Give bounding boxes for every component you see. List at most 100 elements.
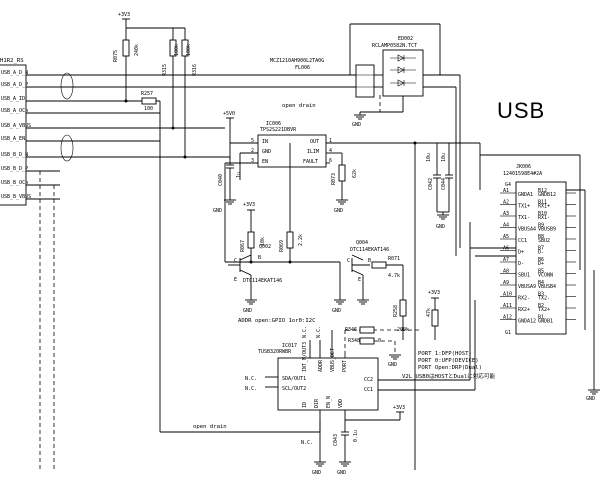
resistor-r346 [359, 326, 375, 334]
power-3v3-top: +3V3 [118, 12, 130, 18]
q002-part: DTC114EKAT146 [243, 278, 282, 284]
left-connector: H1R2_RS USB_A_D_NUSB_A_D_PUSB_A_IDUSB_A_… [0, 58, 74, 206]
jk006-label-B9: VBUSB9 [538, 227, 556, 233]
jk006-part: 12401598E4#2A [503, 171, 542, 177]
power-3v3-q: +3V3 [243, 202, 255, 208]
jk006-pin-A10: A10 [503, 292, 512, 298]
gnd-jk006: GND [586, 396, 595, 402]
left-connector-ref: H1R2_RS [0, 58, 24, 64]
r315-val: 100k [174, 44, 180, 56]
resistor-r067 [247, 231, 255, 249]
jk006-right-pins: B12GNDB12B11RX1+B10RX1-B9VBUSB9B8SBU2B7D… [538, 188, 576, 325]
svg-text:5: 5 [251, 138, 254, 144]
jk006-label-B7: D- [538, 250, 544, 256]
esd-part: RCLAMP0582N.TCT [372, 43, 417, 49]
jk006-pin-B2: B2 [538, 303, 544, 309]
jk006-label-A5: CC1 [518, 238, 527, 244]
svg-text:OUT: OUT [310, 139, 319, 145]
svg-text:EN: EN [262, 159, 268, 165]
pair-ellipse-b [60, 134, 74, 162]
nc-dir: N.C. [301, 440, 313, 446]
jk006-pin-A6: A6 [503, 246, 509, 252]
r348-ref: R348 [348, 338, 360, 344]
c043-val: 0.1u [353, 430, 359, 442]
svg-text:CC1: CC1 [364, 387, 373, 393]
ic017-part: TUSB320RWBR [258, 349, 292, 355]
net-label-5: USB_A_EN [1, 136, 25, 142]
bottom-dashed [379, 95, 416, 470]
jk006-label-B8: SBU2 [538, 238, 550, 244]
r073-val: 62k [352, 169, 358, 178]
c044-ref: C044 [441, 178, 447, 190]
r073-ref: R073 [331, 173, 337, 185]
ferrite-and-esd: MCZ1210AH900L2TA0G FL006 ED002 RCLAMP058… [270, 23, 461, 256]
jk006-pin-A1: A1 [503, 188, 509, 194]
q004-pin-c: C [347, 258, 350, 264]
r067-val: 10k [260, 237, 266, 246]
r316-val: 100k [186, 44, 192, 56]
sheet-title: USB [497, 98, 545, 123]
resistor-r258 [399, 299, 407, 317]
jk006-label-B6: D+ [538, 261, 544, 267]
svg-text:IN: IN [262, 139, 268, 145]
gnd-esd: GND [352, 122, 361, 128]
nc-addr: N.C. [316, 326, 322, 338]
nc-scl: N.C. [245, 386, 257, 392]
gnd-ic017: GND [312, 470, 321, 476]
jk006-pin-B6: B6 [538, 257, 544, 263]
jk006-label-B5: VCONN [538, 273, 553, 279]
jk006-label-A4: VBUSA4 [518, 227, 536, 233]
power-3v3-vdd: +3V3 [393, 405, 405, 411]
r258-val: 47k [426, 308, 432, 317]
cc-resistors: R258 +3V3 47k ADDR open:GPIO 1or0:I2C R3… [238, 290, 495, 380]
jk006-label-B3: TX2- [538, 296, 550, 302]
net-label-0: USB_A_D_N [1, 70, 28, 76]
svg-text:SDA/OUT1: SDA/OUT1 [282, 376, 306, 382]
usb-c-controller-ic017: IC017 TUSB320RWBR SDA/OUT1 SCL/OUT2 INT_… [245, 326, 475, 476]
jk006-label-A8: SBU1 [518, 273, 530, 279]
v2l-note: V2L USB0はHOSTとDualに対応可能 [402, 372, 495, 380]
net-label-7: USB_B_D_P [1, 166, 28, 172]
jk006-label-A3: TX1- [518, 215, 530, 221]
svg-text:DIR: DIR [314, 398, 320, 408]
jk006-pin-A3: A3 [503, 211, 509, 217]
net-label-8: USB_B_OCn [1, 180, 28, 186]
resistor-r258-b [431, 309, 439, 327]
resistor-r257 [141, 97, 157, 105]
r075-ref: R075 [113, 50, 119, 62]
signal-wires: R257 100 open drain open drain [26, 74, 356, 470]
ferrite-part: MCZ1210AH900L2TA0G [270, 58, 324, 64]
svg-text:SCL/OUT2: SCL/OUT2 [282, 386, 306, 392]
addr-note: ADDR open:GPIO 1or0:I2C [238, 318, 315, 324]
jk006-pin-A9: A9 [503, 280, 509, 286]
r071-val: 4.7k [388, 273, 400, 279]
nc-int: N.C. [302, 326, 308, 338]
jk006-label-A9: VBUSA9 [518, 284, 536, 290]
open-drain-top: open drain [282, 103, 316, 109]
ic006-part: TPS2S221DBVR [260, 127, 297, 133]
jk006-label-B12: GNDB12 [538, 192, 556, 198]
jk006-pin-B9: B9 [538, 223, 544, 229]
svg-text:GND: GND [262, 149, 271, 155]
q002-pin-c: C [234, 258, 237, 264]
jk006-shield-g1: G1 [505, 330, 511, 336]
r257-val: 100 [144, 106, 153, 112]
r315-ref: R315 [162, 64, 168, 76]
jk006-pin-B1: B1 [538, 315, 544, 321]
svg-text:VBUS_DET: VBUS_DET [330, 348, 336, 372]
gnd-q002: GND [243, 308, 252, 314]
c042-val: 10u [426, 153, 432, 162]
port-note-1: PORT 1:DFP(HOST) [418, 351, 472, 357]
jk006-pin-A2: A2 [503, 200, 509, 206]
resistor-r071 [371, 261, 387, 269]
jk006-label-A2: TX1+ [518, 204, 530, 210]
c042-ref: C042 [428, 178, 434, 190]
svg-text:CC2: CC2 [364, 377, 373, 383]
jk006-shield-g4: G4 [505, 182, 511, 188]
power-3v3-r: +3V3 [428, 290, 440, 296]
left-connector-nets: USB_A_D_NUSB_A_D_PUSB_A_IDUSB_A_OCnUSB_A… [1, 70, 31, 200]
jk006-label-B10: RX1- [538, 215, 550, 221]
svg-text:ADDR: ADDR [318, 359, 324, 372]
jk006-pin-A7: A7 [503, 257, 509, 263]
net-label-2: USB_A_ID [1, 96, 25, 102]
